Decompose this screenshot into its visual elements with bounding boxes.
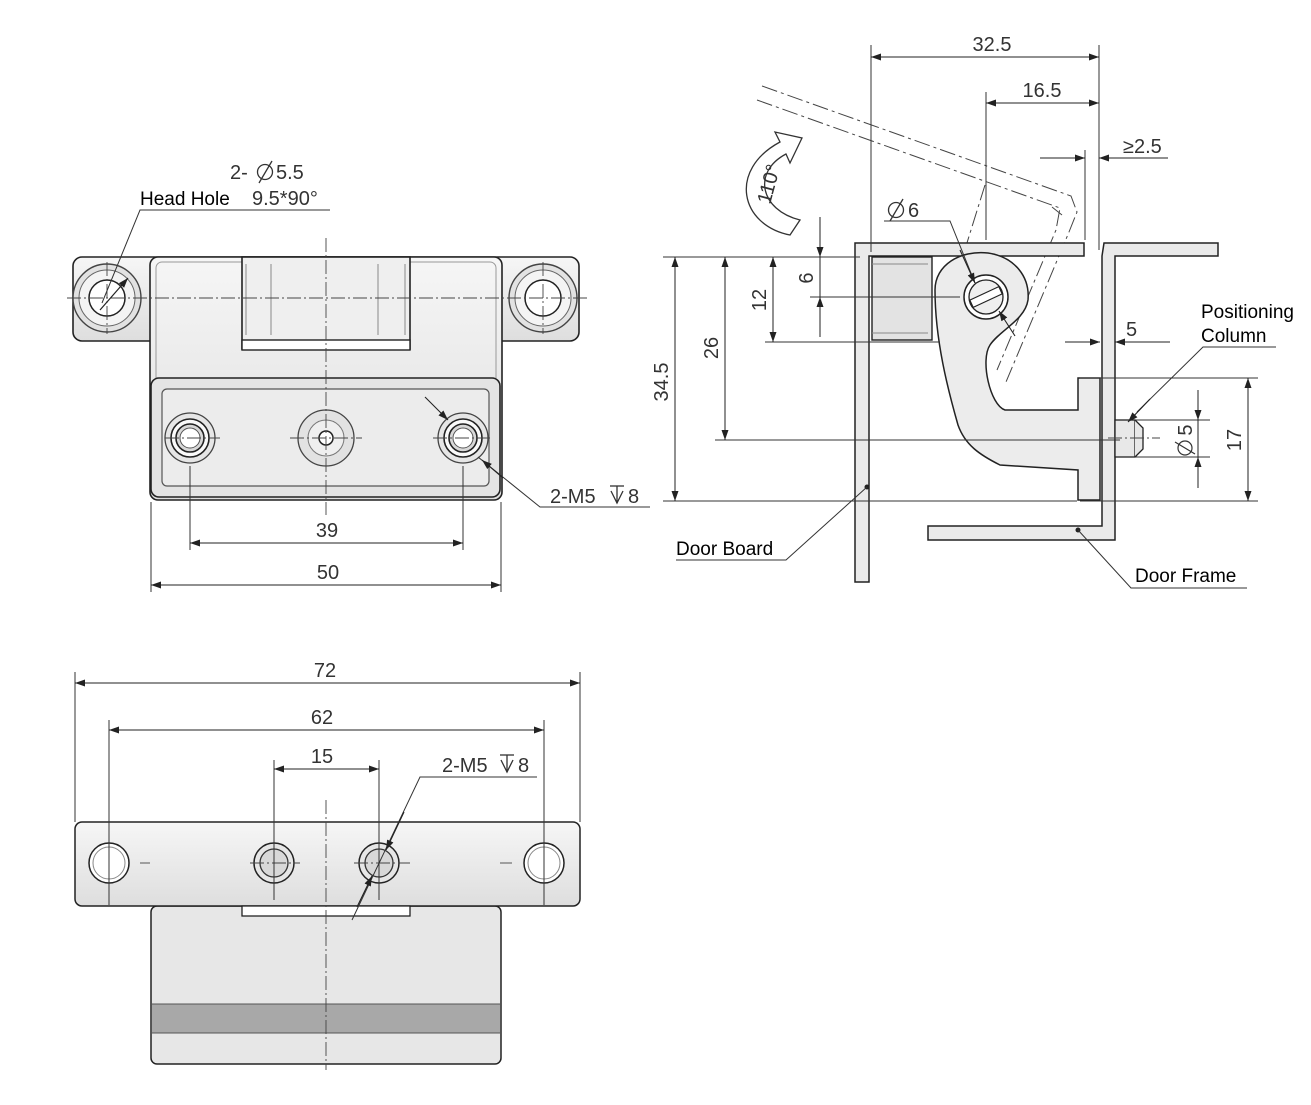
dim-17: 17 — [1224, 429, 1246, 451]
dim-12: 12 — [749, 289, 771, 311]
dim-6: 6 — [796, 272, 818, 283]
hole-diameter: 5.5 — [276, 162, 304, 184]
hinge-block — [871, 256, 933, 341]
dim-5: 5 — [1126, 319, 1137, 341]
column-diameter-symbol-icon — [1174, 440, 1196, 456]
dim-32-5: 32.5 — [973, 34, 1012, 56]
head-hole-label: Head Hole — [140, 189, 230, 210]
depth-symbol-icon — [610, 485, 624, 505]
top-thread-depth: 8 — [518, 755, 529, 777]
thread-label: 2-M5 — [550, 486, 596, 508]
diameter-symbol-icon — [256, 160, 274, 184]
dim-26: 26 — [701, 337, 723, 359]
dim-gap: ≥2.5 — [1123, 136, 1162, 158]
dim-50: 50 — [317, 562, 339, 584]
column-diameter: 5 — [1175, 424, 1197, 435]
dim-15: 15 — [311, 746, 333, 768]
positioning-label-line1: Positioning — [1201, 302, 1294, 323]
dim-72: 72 — [314, 660, 336, 682]
top-view: 72 62 15 2-M5 8 — [74, 660, 581, 1070]
pin-diameter: 6 — [908, 200, 919, 222]
positioning-column — [1114, 419, 1136, 458]
top-mounting-plate — [74, 821, 581, 907]
door-board — [854, 242, 1085, 583]
side-view: 110° 32.5 16.5 ≥2.5 — [651, 34, 1294, 589]
door-frame-label: Door Frame — [1135, 566, 1236, 587]
head-hole-leader — [101, 209, 330, 304]
door-board-label: Door Board — [676, 539, 773, 560]
top-depth-symbol-icon — [500, 754, 514, 774]
pivot-pin — [963, 274, 1009, 320]
head-hole-spec: 9.5*90° — [252, 188, 318, 210]
front-view: 2- 5.5 Head Hole 9.5*90° 2-M5 8 39 50 — [67, 160, 650, 592]
top-thread-label: 2-M5 — [442, 755, 488, 777]
positioning-label-line2: Column — [1201, 326, 1266, 347]
dim-62: 62 — [311, 707, 333, 729]
hole-count-prefix: 2- — [230, 162, 248, 184]
dim-16-5: 16.5 — [1023, 80, 1062, 102]
pin-diameter-symbol-icon — [887, 198, 905, 222]
thread-depth: 8 — [628, 486, 639, 508]
rotation-arrow-icon — [745, 131, 803, 236]
hinge-cam-body — [934, 251, 1101, 501]
door-frame — [927, 242, 1219, 541]
dim-34-5: 34.5 — [651, 363, 673, 402]
dim-39: 39 — [316, 520, 338, 542]
